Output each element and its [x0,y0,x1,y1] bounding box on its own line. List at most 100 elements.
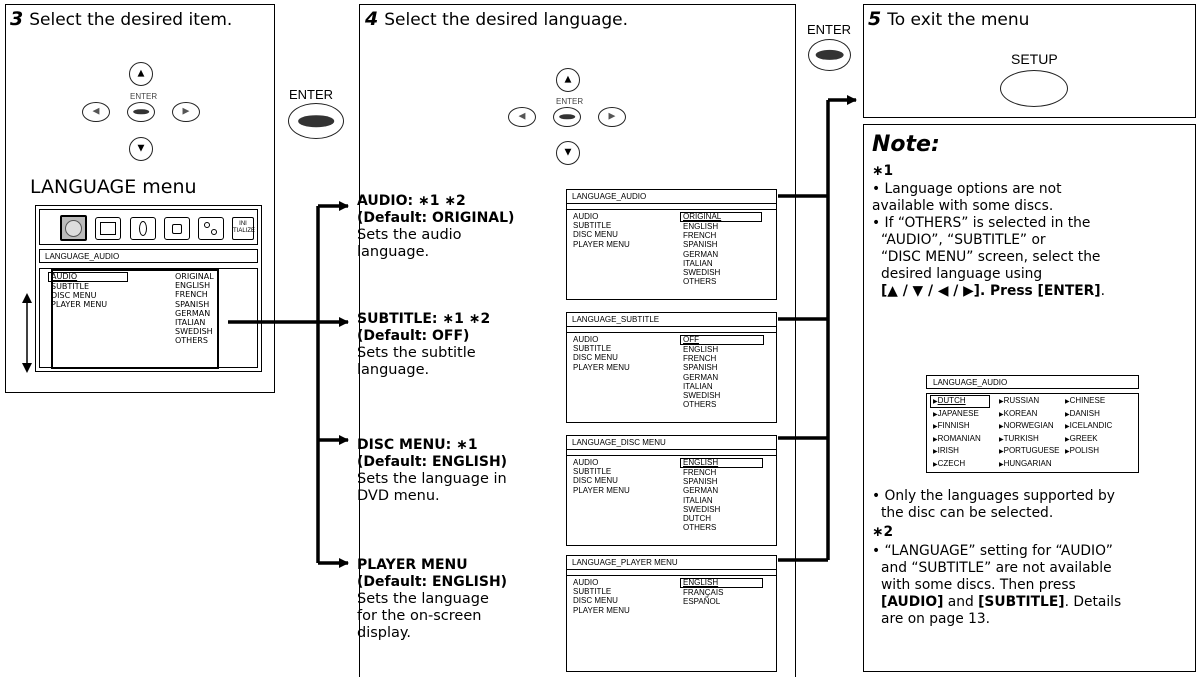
screen-value-selected[interactable]: ENGLISH [680,458,764,468]
screen-item[interactable]: AUDIO [573,335,599,344]
audio-icon[interactable] [130,217,156,240]
screen-value[interactable]: SWEDISH [683,391,721,401]
screen-value[interactable]: FRENCH [683,468,717,477]
down-arrow-icon: ▼ [564,147,572,158]
disc-menu-screen: LANGUAGE_DISC MENU AUDIO SUBTITLE DISC M… [566,435,777,546]
enter-center-button[interactable] [553,107,581,127]
language-option[interactable]: ▶JAPANESE [933,408,979,422]
screen-item[interactable]: SUBTITLE [573,221,612,231]
screen-item[interactable]: DISC MENU [573,476,618,486]
language-option[interactable]: ▶IRISH [933,445,959,459]
triangle-right-icon: ▶ [1065,424,1070,430]
screen-value[interactable]: ITALIAN [683,381,713,391]
screen-value[interactable]: ESPAÑOL [683,597,721,607]
language-option[interactable]: ▶HUNGARIAN [999,458,1052,472]
screen-value[interactable]: FRANÇAIS [683,588,724,597]
screen-value[interactable]: ITALIAN [683,495,713,505]
screen-item[interactable]: PLAYER MENU [573,485,630,495]
display-icon[interactable] [95,217,121,240]
up-down-arrow-icon [22,293,32,373]
up-button[interactable]: ▲ [556,68,580,92]
screen-value[interactable]: FRENCH [683,231,717,241]
screen-value[interactable]: ENGLISH [683,222,719,231]
screen-value[interactable]: OTHERS [683,277,717,287]
right-button[interactable]: ▶ [172,102,200,122]
menu-item[interactable]: PLAYER MENU [51,300,108,310]
settings-icon[interactable] [198,217,224,240]
menu-item-selected[interactable]: AUDIO [48,272,129,282]
screen-value[interactable]: ENGLISH [683,345,719,354]
screen-value-selected[interactable]: OFF [680,335,764,345]
right-button[interactable]: ▶ [598,107,626,127]
screen-item[interactable]: SUBTITLE [573,467,612,477]
language-option[interactable]: ▶CHINESE [1065,395,1105,409]
language-option[interactable]: ▶POLISH [1065,445,1099,459]
language-name: GREEK [1069,433,1098,443]
screen-item[interactable]: PLAYER MENU [573,239,630,249]
screen-value-selected[interactable]: ENGLISH [680,578,764,588]
screen-value[interactable]: SPANISH [683,363,718,373]
language-option[interactable]: ▶DUTCH [930,395,990,408]
lock-icon[interactable] [164,217,190,240]
screen-value-selected[interactable]: ORIGINAL [680,212,763,222]
language-option[interactable]: ▶PORTUGUESE [999,445,1060,459]
screen-item[interactable]: AUDIO [573,578,599,587]
screen-item[interactable]: SUBTITLE [573,587,612,597]
screen-item[interactable]: DISC MENU [573,596,618,606]
screen-item[interactable]: AUDIO [573,458,599,467]
language-option[interactable]: ▶ROMANIAN [933,433,981,447]
option-desc: display. [357,625,412,641]
screen-value[interactable]: GERMAN [683,372,719,382]
screen-value[interactable]: OTHERS [683,523,717,533]
screen-value[interactable]: FRENCH [683,354,717,364]
screen-item[interactable]: AUDIO [573,212,599,221]
triangle-right-icon: ▶ [1065,399,1070,405]
screen-item[interactable]: PLAYER MENU [573,362,630,372]
enter-pill-icon [133,109,149,115]
language-option[interactable]: ▶KOREAN [999,408,1037,422]
enter-center-button[interactable] [127,102,155,122]
screen-item[interactable]: DISC MENU [573,353,618,363]
up-button[interactable]: ▲ [129,62,153,86]
screen-value[interactable]: ITALIAN [683,258,713,268]
screen-value[interactable]: SWEDISH [683,268,721,278]
language-option[interactable]: ▶TURKISH [999,433,1039,447]
enter-key: [ENTER] [1037,283,1101,299]
screen-item[interactable]: DISC MENU [573,230,618,240]
language-option[interactable]: ▶ICELANDIC [1065,420,1112,434]
player-menu-screen: LANGUAGE_PLAYER MENU AUDIO SUBTITLE DISC… [566,555,777,672]
language-option[interactable]: ▶RUSSIAN [999,395,1039,409]
screen-value[interactable]: SWEDISH [683,504,721,514]
screen-value[interactable]: DUTCH [683,514,711,524]
screen-value[interactable]: SPANISH [683,477,718,487]
down-button[interactable]: ▼ [129,137,153,161]
language-option[interactable]: ▶FINNISH [933,420,970,434]
down-button[interactable]: ▼ [556,141,580,165]
disc-icon[interactable] [60,215,87,241]
screen-value[interactable]: GERMAN [683,249,719,259]
screen-value[interactable]: SPANISH [683,240,718,250]
screen-value[interactable]: GERMAN [683,486,719,496]
step3-title: Select the desired item. [29,10,233,30]
option-desc: for the on-screen [357,608,482,624]
language-option[interactable]: ▶CZECH [933,458,965,472]
audio-screen-body: AUDIO SUBTITLE DISC MENU PLAYER MENU ORI… [567,209,776,299]
option-audio-label: AUDIO: ∗1 ∗2 (Default: ORIGINAL) Sets th… [357,193,514,261]
language-option[interactable]: ▶DANISH [1065,408,1100,422]
language-name: CHINESE [1069,396,1106,405]
menu-item[interactable]: DISC MENU [51,291,97,301]
enter-small-label: ENTER [556,97,584,106]
language-option[interactable]: ▶GREEK [1065,433,1098,447]
menu-item[interactable]: SUBTITLE [51,282,90,291]
screen-value[interactable]: OTHERS [683,400,717,410]
screen-item[interactable]: PLAYER MENU [573,605,630,615]
setup-button[interactable] [1000,70,1068,107]
screen-item[interactable]: SUBTITLE [573,344,612,354]
enter-button[interactable] [288,103,344,139]
triangle-right-icon: ▶ [933,424,938,430]
left-button[interactable]: ◀ [508,107,536,127]
enter-button-2[interactable] [808,39,851,71]
language-option[interactable]: ▶NORWEGIAN [999,420,1054,434]
left-button[interactable]: ◀ [82,102,110,122]
